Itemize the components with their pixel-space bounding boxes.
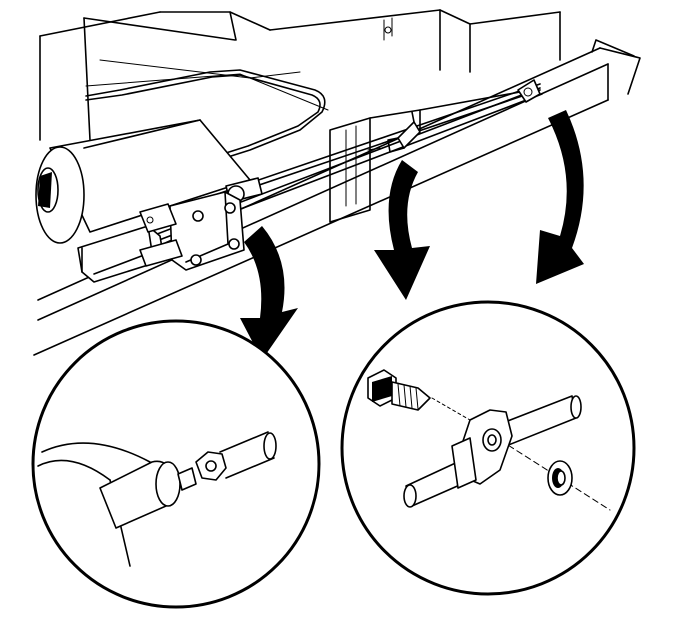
- cylinder-tank: [35, 119, 251, 244]
- curved-arrow-icon: [536, 110, 584, 284]
- mount-bracket: [77, 191, 245, 283]
- detail-circle-cable-end: [31, 319, 321, 609]
- equalizer-bracket: [367, 111, 421, 153]
- right-cable-end: [517, 79, 541, 103]
- detail-circle-bracket-assembly: [340, 300, 636, 596]
- vehicle-frame: [33, 9, 641, 356]
- curved-arrow-icon: [240, 226, 298, 360]
- curved-arrow-icon: [374, 160, 430, 300]
